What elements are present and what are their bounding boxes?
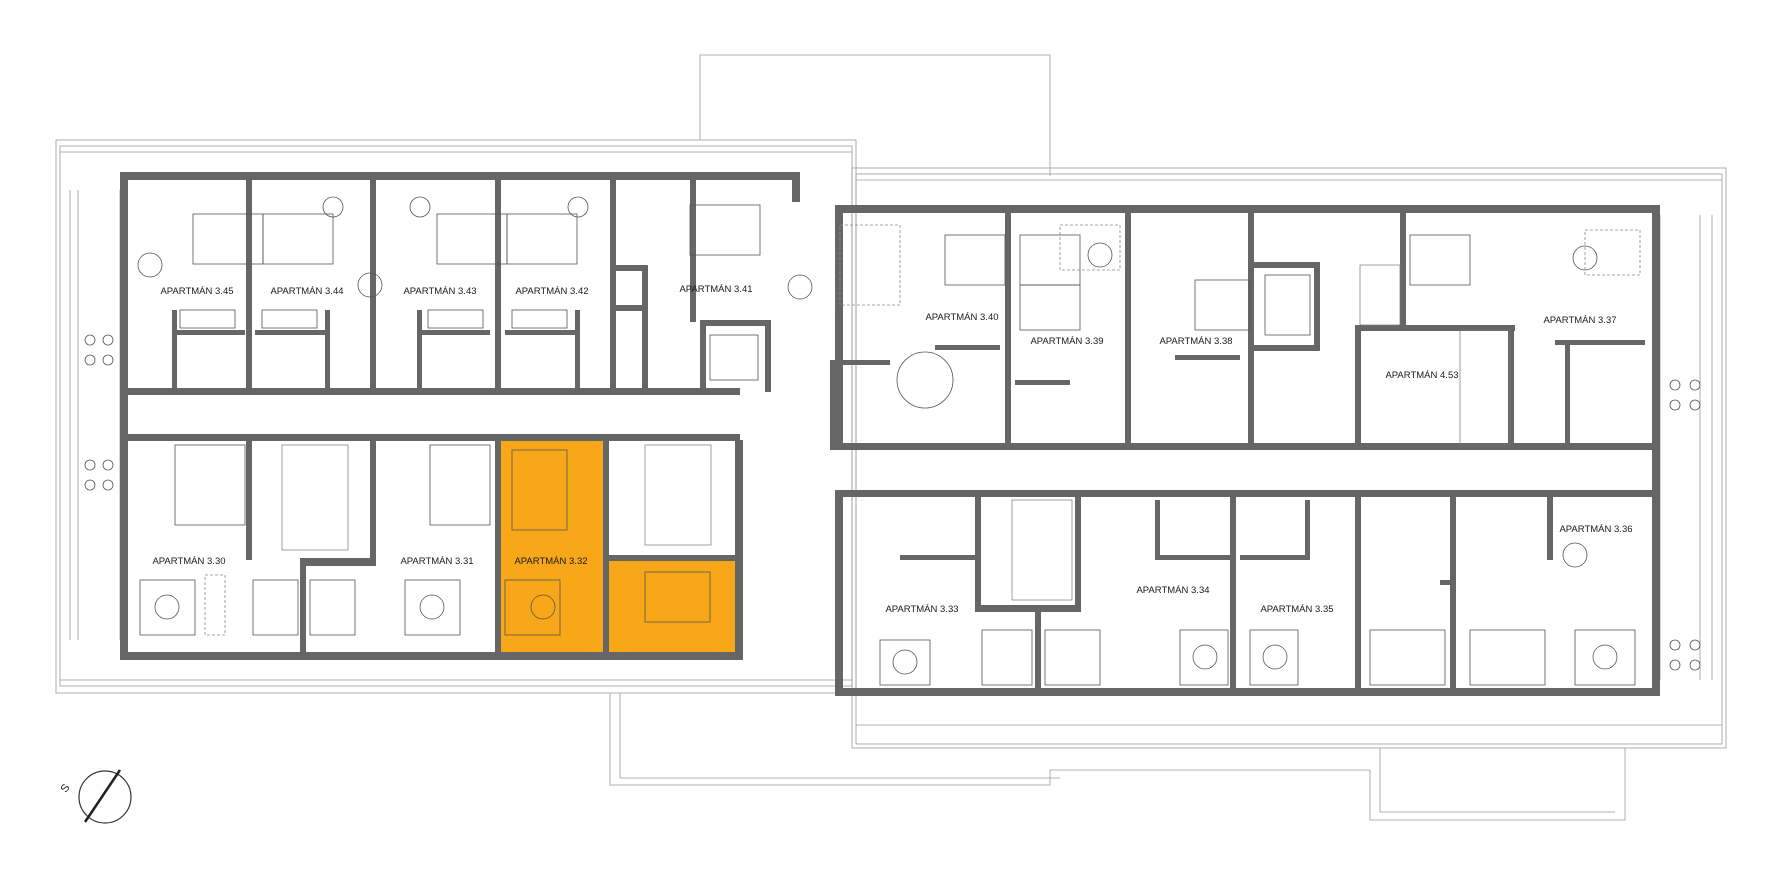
label-apartman-3-41: APARTMÁN 3.41 [679, 284, 752, 295]
label-apartman-4-53: APARTMÁN 4.53 [1385, 370, 1458, 381]
label-apartman-3-37: APARTMÁN 3.37 [1543, 315, 1616, 326]
label-apartman-3-40: APARTMÁN 3.40 [925, 312, 998, 323]
furniture [84, 196, 1701, 686]
label-apartman-3-36: APARTMÁN 3.36 [1559, 524, 1632, 535]
north-label: S [58, 782, 72, 795]
label-apartman-3-39: APARTMÁN 3.39 [1030, 336, 1103, 347]
label-apartman-3-35: APARTMÁN 3.35 [1260, 604, 1333, 615]
label-apartman-3-34: APARTMÁN 3.34 [1136, 585, 1209, 596]
label-apartman-3-32[interactable]: APARTMÁN 3.32 [514, 556, 587, 567]
label-apartman-3-38: APARTMÁN 3.38 [1159, 336, 1232, 347]
label-apartman-3-44: APARTMÁN 3.44 [270, 286, 343, 297]
label-apartman-3-45: APARTMÁN 3.45 [160, 286, 233, 297]
apartment-3-32-highlight[interactable] [497, 440, 739, 654]
label-apartman-3-30: APARTMÁN 3.30 [152, 556, 225, 567]
room-labels: APARTMÁN 3.45 APARTMÁN 3.44 APARTMÁN 3.4… [152, 284, 1632, 615]
north-arrow-icon: S [58, 769, 132, 824]
label-apartman-3-42: APARTMÁN 3.42 [515, 286, 588, 297]
label-apartman-3-31: APARTMÁN 3.31 [400, 556, 473, 567]
label-apartman-3-43: APARTMÁN 3.43 [403, 286, 476, 297]
walls [120, 172, 1660, 696]
label-apartman-3-33: APARTMÁN 3.33 [885, 604, 958, 615]
